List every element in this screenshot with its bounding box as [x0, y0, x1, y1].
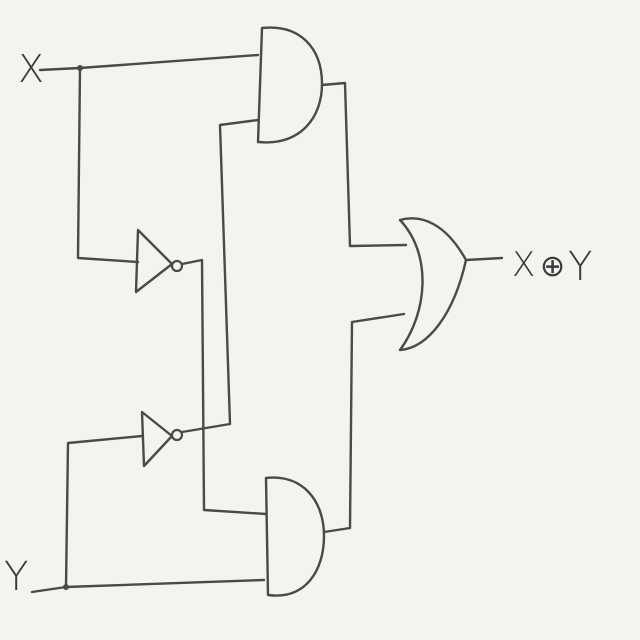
and-gate-top	[256, 26, 324, 144]
not-gate-top-bubble	[170, 259, 184, 273]
wire-x-main	[38, 53, 260, 72]
wire-and-top-to-or	[320, 81, 408, 248]
output-label-left: X	[512, 245, 535, 285]
wire-x-to-not	[76, 66, 140, 264]
not-gate-bottom-bubble	[170, 428, 184, 442]
and-gate-bottom	[264, 476, 326, 597]
not-gate-top	[134, 228, 174, 294]
wire-notx-to-and-bottom	[180, 258, 268, 516]
wire-output	[464, 256, 504, 262]
input-label-y: Y	[4, 554, 28, 600]
not-gate-bottom	[140, 410, 174, 468]
wire-y-to-not	[64, 434, 144, 589]
wire-noty-to-and-top	[180, 118, 260, 434]
output-operator: ⊕	[540, 249, 565, 284]
or-gate	[398, 217, 468, 352]
output-label-right: Y	[568, 244, 592, 290]
wire-and-bottom-to-or	[322, 312, 406, 534]
